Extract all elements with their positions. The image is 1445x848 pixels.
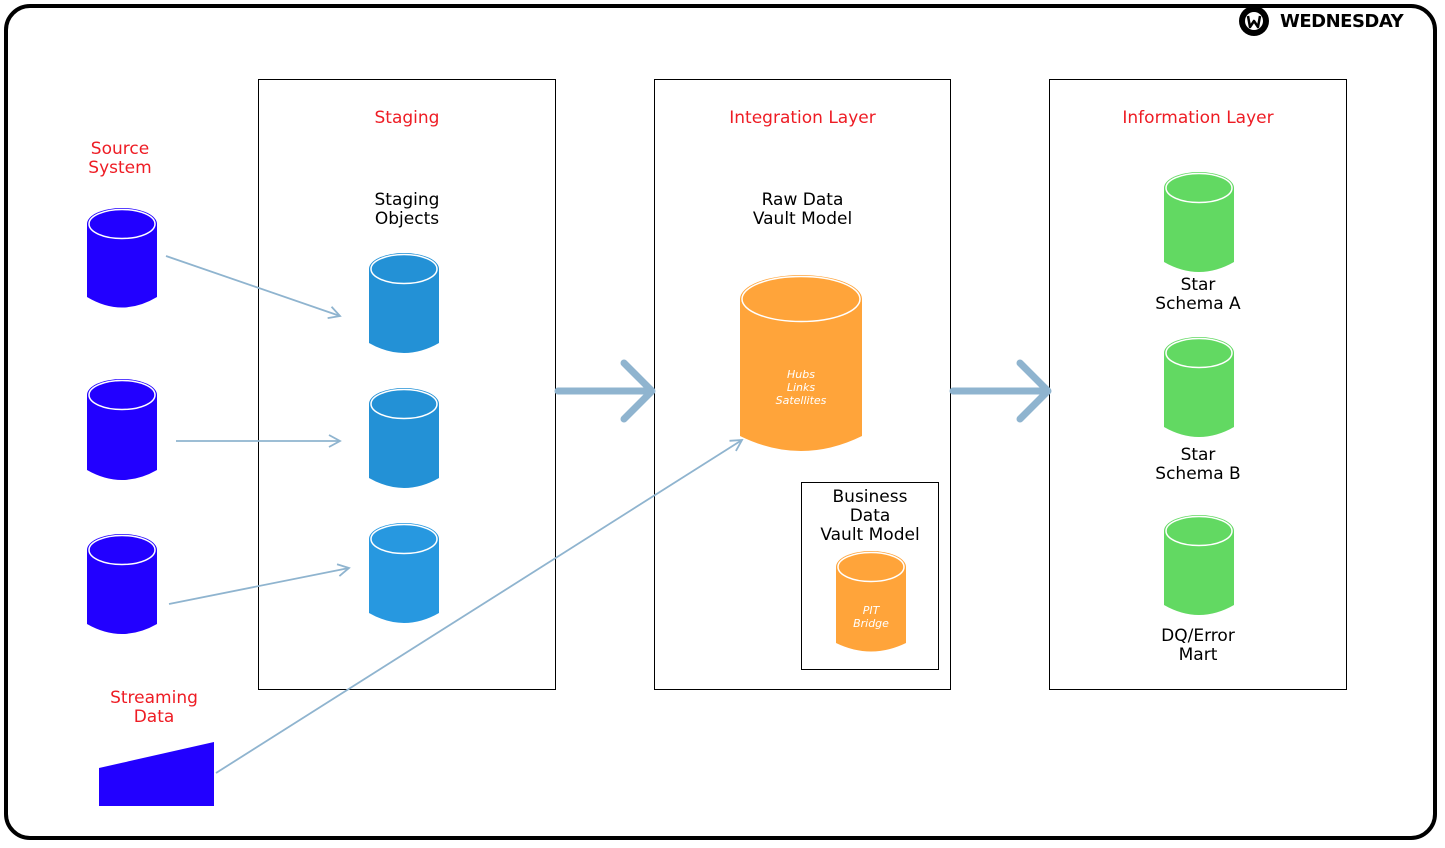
raw-vault-item: Hubs [787,368,815,381]
staging-db-icon-1 [369,253,439,353]
business-vault-box [801,482,939,670]
source-db-icon-3 [87,534,157,634]
information-panel [1049,79,1347,690]
staging-db-icon-3 [369,523,439,623]
source-to-staging-arrow-1 [165,255,342,319]
source-db-icon-2 [87,379,157,480]
mart-label-2: Star Schema B [1155,445,1241,484]
raw-vault-subtitle: Raw Data Vault Model [752,190,853,229]
raw-vault-items: Hubs Links Satellites [740,368,862,407]
mart-label-1: Star Schema A [1155,275,1241,314]
raw-vault-item: Satellites [775,394,827,407]
integration-panel [654,79,951,690]
source-db-icon-1 [87,208,157,308]
streaming-data-icon [99,742,214,806]
mart-db-icon-1 [1164,172,1234,272]
information-title: Information Layer [1122,108,1274,128]
diagram-frame [4,4,1437,840]
business-vault-item: PIT [862,604,880,617]
mart-db-icon-2 [1164,337,1234,437]
business-vault-items: PIT Bridge [836,604,906,630]
integration-to-information-arrow [949,359,1052,423]
staging-subtitle: Staging Objects [374,190,440,229]
source-system-label: Source System [88,139,152,178]
brand-name: WEDNESDAY [1280,11,1404,32]
raw-vault-db-icon [740,275,862,451]
streaming-data-label: Streaming Data [110,688,198,727]
staging-db-icon-2 [369,388,439,488]
staging-panel [258,79,556,690]
mart-db-icon-3 [1164,515,1234,615]
business-vault-item: Bridge [853,617,889,630]
business-vault-db-icon [836,551,906,652]
business-vault-title: Business Data Vault Model [820,487,920,545]
source-to-staging-arrow-3 [168,563,351,605]
staging-title: Staging [374,108,440,128]
integration-title: Integration Layer [729,108,876,128]
raw-vault-item: Links [786,381,816,394]
mart-label-3: DQ/Error Mart [1161,626,1235,665]
staging-to-integration-arrow [554,359,656,423]
streaming-to-vault-arrow [215,438,744,774]
